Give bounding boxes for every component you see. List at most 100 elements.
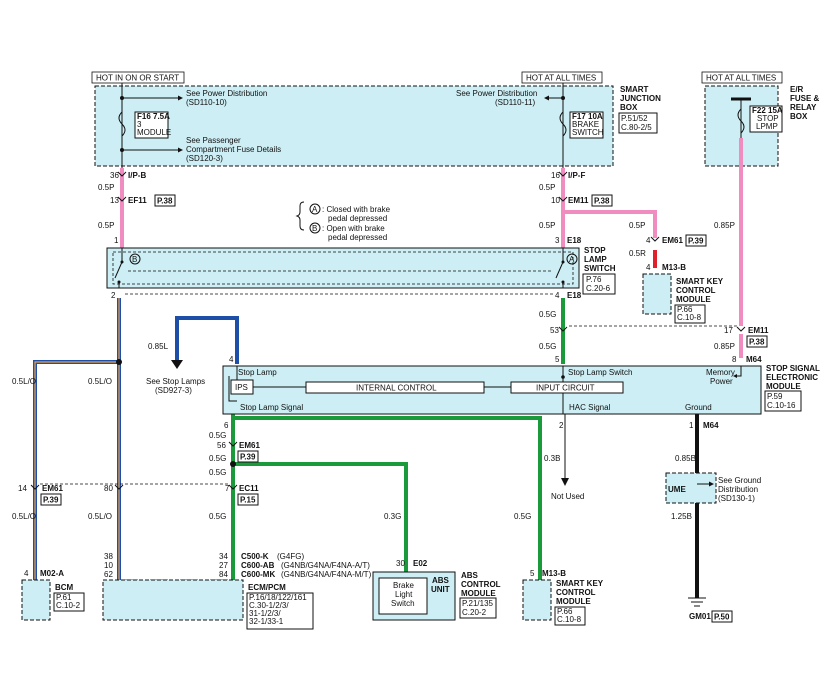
see-passenger-fuse: See Passenger: [186, 136, 241, 145]
ume-label: UME: [668, 485, 686, 494]
sls-label-1: STOP: [584, 246, 606, 255]
skm-top-ref-2: C.10-8: [677, 313, 702, 322]
see-passenger-fuse-3: (SD120-3): [186, 154, 223, 163]
skm-top-label-2: CONTROL: [676, 286, 716, 295]
fuse-f22-line3: LPMP: [756, 122, 778, 131]
wire-green-smartkey: [233, 416, 542, 590]
er-label-1: E/R: [790, 85, 804, 94]
pin-62: 62: [104, 570, 113, 579]
wire-label-lo-3: 0.5L/O: [12, 512, 36, 521]
ecm-label: ECM/PCM: [248, 583, 286, 592]
connector-m02a: M02-A: [40, 569, 64, 578]
connector-c500k-spec: (G4FG): [277, 552, 304, 561]
see-ground: See Ground: [718, 476, 761, 485]
pin-53: 53: [550, 326, 559, 335]
skm-bottom-label-3: MODULE: [556, 597, 591, 606]
ref-em61-lower: P.39: [240, 453, 256, 462]
see-ground-3: (SD130-1): [718, 494, 755, 503]
ground-gm01: GM01: [689, 612, 711, 621]
sjb-label-3: BOX: [620, 103, 638, 112]
ref-gm01: P.50: [714, 613, 730, 622]
pin-7: 7: [225, 484, 230, 493]
not-used-label: Not Used: [551, 492, 584, 501]
wire-lo-bcm: [33, 298, 121, 590]
connector-em61-lower: EM61: [239, 441, 260, 450]
ref-em11: P.38: [594, 197, 610, 206]
see-passenger-fuse-2: Compartment Fuse Details: [186, 145, 281, 154]
connector-em61-top: EM61: [662, 236, 683, 245]
fuse-f16: F16 7.5A: [137, 112, 170, 121]
bcm-ref: P.61: [56, 593, 72, 602]
abs-unit-2: UNIT: [431, 585, 450, 594]
wire-label-left-2: 0.5P: [98, 221, 114, 230]
pin-4-stop-module: 4: [229, 355, 234, 364]
pin-4-m13b: 4: [646, 263, 651, 272]
wire-label-lo-4: 0.5L/O: [88, 512, 112, 521]
ecm-ref-2: C.30-1/2/3/: [249, 601, 289, 610]
legend-a-text-2: pedal depressed: [328, 214, 387, 223]
er-label-2: FUSE &: [790, 94, 820, 103]
wire-label-085l: 0.85L: [148, 342, 169, 351]
header-hot-all-times-2: HOT AT ALL TIMES: [701, 71, 783, 84]
abs-ref: P.21/135: [462, 599, 494, 608]
fuse-f17-line3: SWITCH: [572, 128, 604, 137]
connector-em11: EM11: [568, 196, 589, 205]
header-hot-on-start: HOT IN ON OR START: [91, 71, 185, 84]
skm-top-ref: P.66: [677, 305, 693, 314]
pin-2-hac: 2: [559, 421, 564, 430]
pin-14: 14: [18, 484, 27, 493]
fuse-f16-icon: [118, 111, 126, 137]
ssm-label-2: ELECTRONIC: [766, 373, 818, 382]
pin-27: 27: [219, 561, 228, 570]
skm-bottom-label-2: CONTROL: [556, 588, 596, 597]
wire-label-right-2: 0.85P: [714, 342, 735, 351]
connector-c600ab: C600-AB: [241, 561, 275, 570]
pin-4-em61: 4: [646, 236, 651, 245]
connector-ipf: I/P-F: [568, 171, 585, 180]
fuse-f17-line2: BRAKE: [572, 120, 599, 129]
pin-13: 13: [110, 196, 119, 205]
wire-lo-bcm-stripe: [34, 298, 120, 590]
connector-c600mk: C600-MK: [241, 570, 275, 579]
ssm-hac-signal: HAC Signal: [569, 403, 611, 412]
wire-blue-stop-lamps: [175, 316, 239, 364]
pin-34: 34: [219, 552, 228, 561]
header-hot-on-start-text: HOT IN ON OR START: [96, 74, 179, 83]
fuse-f22: F22 15A: [752, 106, 783, 115]
abs-control-module: Brake Light Switch ABS UNIT ABS CONTROL …: [372, 571, 501, 621]
switch-a-contact: [555, 261, 564, 279]
see-stop-lamps-ref: (SD927-3): [155, 386, 192, 395]
pin-8: 8: [732, 355, 737, 364]
pin-2-sls: 2: [111, 291, 116, 300]
connector-e02: E02: [413, 559, 428, 568]
connector-chevrons: [30, 171, 746, 490]
connector-e18-top: E18: [567, 236, 582, 245]
er-label-4: BOX: [790, 112, 808, 121]
skm-top-label-1: SMART KEY: [676, 277, 724, 286]
pin-84: 84: [219, 570, 228, 579]
pin-36: 36: [110, 171, 119, 180]
stop-signal-electronic-module: Stop Lamp Stop Lamp Switch Memory Power …: [222, 364, 820, 415]
see-stop-lamps: See Stop Lamps: [146, 377, 205, 386]
fuse-f22-line2: STOP: [757, 114, 779, 123]
ssm-input-circuit: INPUT CIRCUIT: [536, 384, 595, 393]
ssm-label-3: MODULE: [766, 382, 801, 391]
stop-lamp-switch: STOP LAMP SWITCH P.76 C.20-6 B A: [106, 246, 616, 295]
connector-ec11: EC11: [239, 484, 259, 493]
connector-em11-right: EM11: [748, 326, 769, 335]
skm-top-label-3: MODULE: [676, 295, 711, 304]
ecm-ref-1: P.16/18/122/161: [249, 593, 307, 602]
sls-label-2: LAMP: [584, 255, 607, 264]
wire-label-g1: 0.5G: [209, 431, 226, 440]
wire-green-abs: [233, 462, 408, 572]
skm-bottom-ref-2: C.10-8: [557, 615, 582, 624]
abs-label-1: ABS: [461, 571, 479, 580]
abs-unit-1: ABS: [432, 576, 450, 585]
bcm-ref-2: C.10-2: [56, 601, 81, 610]
fuse-f16-line2: 3: [137, 120, 142, 129]
see-power-distribution-11-ref: (SD110-11): [495, 98, 536, 107]
sls-ref-2: C.20-6: [586, 284, 611, 293]
see-power-distribution-10: See Power Distribution: [186, 89, 267, 98]
skm-bottom-label-1: SMART KEY: [556, 579, 604, 588]
pin-3: 3: [555, 236, 560, 245]
